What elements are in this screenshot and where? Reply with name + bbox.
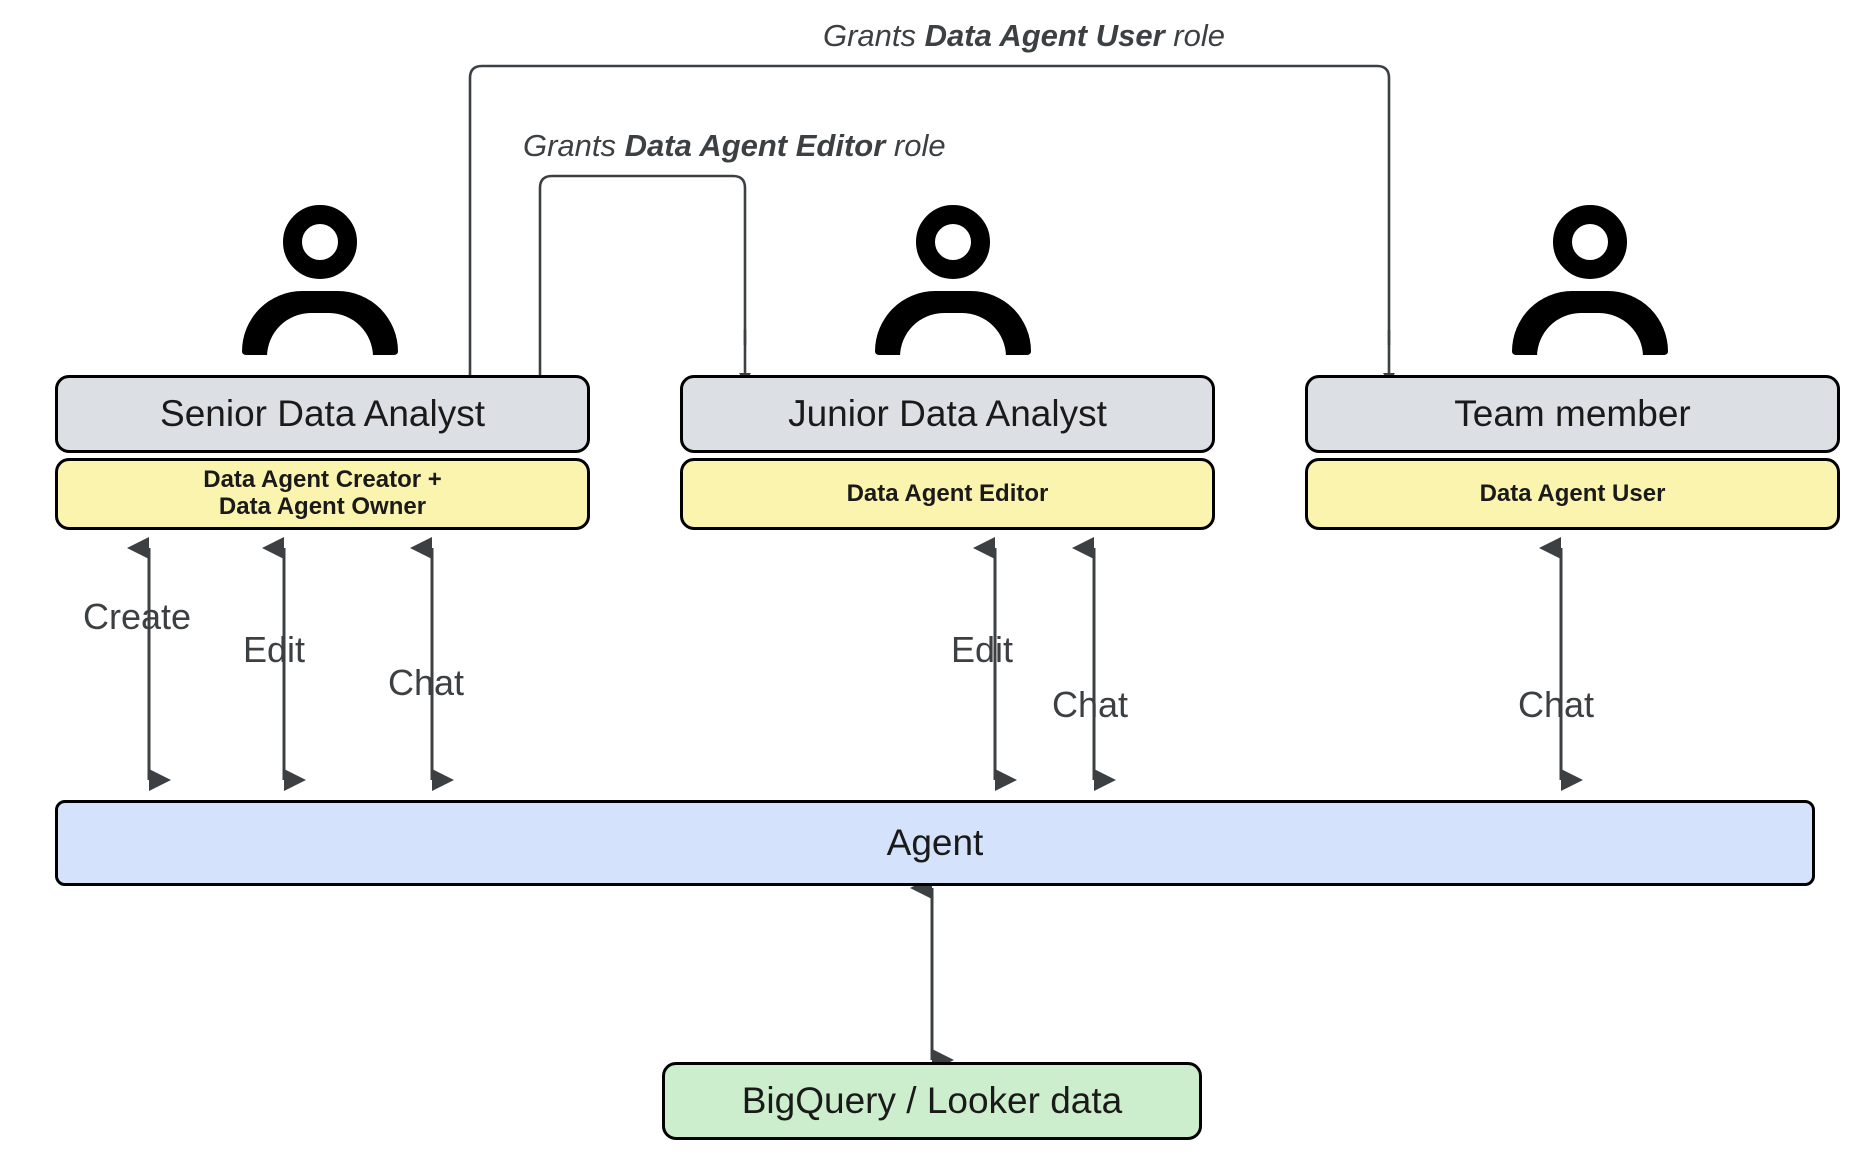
persona-title: Team member — [1454, 393, 1691, 435]
data-source-node[interactable]: BigQuery / Looker data — [662, 1062, 1202, 1140]
action-label-junior-edit: Edit — [951, 629, 1014, 670]
persona-permission-junior-data-analyst[interactable]: Data Agent Editor — [680, 458, 1215, 530]
persona-title: Junior Data Analyst — [788, 393, 1107, 435]
agent-node[interactable]: Agent — [55, 800, 1815, 886]
persona-permission-team-member[interactable]: Data Agent User — [1305, 458, 1840, 530]
grant-prefix: Grants — [523, 128, 625, 163]
permission-line: Data Agent Owner — [218, 493, 427, 520]
grant-prefix: Grants — [823, 18, 925, 53]
persona-header-team-member[interactable]: Team member — [1305, 375, 1840, 453]
person-head-icon — [916, 205, 990, 279]
person-icon-team-member — [1510, 205, 1670, 355]
permission-line: Data Agent Creator + — [203, 466, 442, 494]
action-label-junior-chat: Chat — [1052, 684, 1129, 725]
action-label-senior-create: Create — [83, 596, 192, 637]
person-head-icon — [283, 205, 357, 279]
agent-label: Agent — [886, 822, 984, 864]
person-body-icon — [242, 291, 398, 355]
persona-title: Senior Data Analyst — [160, 393, 485, 435]
action-label-team-chat: Chat — [1518, 684, 1595, 725]
persona-permission-senior-data-analyst[interactable]: Data Agent Creator + Data Agent Owner — [55, 458, 590, 530]
action-label-senior-chat: Chat — [388, 662, 465, 703]
persona-header-junior-data-analyst[interactable]: Junior Data Analyst — [680, 375, 1215, 453]
permission-line: Data Agent Editor — [846, 479, 1049, 507]
grant-suffix: role — [1164, 18, 1225, 53]
person-body-icon — [875, 291, 1031, 355]
person-icon-senior-data-analyst — [240, 205, 400, 355]
person-body-icon — [1512, 291, 1668, 355]
action-label-senior-edit: Edit — [243, 629, 306, 670]
grant-label-data-agent-editor: Grants Data Agent Editor role — [523, 128, 946, 164]
grant-emphasis: Data Agent User — [924, 18, 1165, 53]
edge-grants-data-agent-editor — [538, 174, 751, 383]
data-source-label: BigQuery / Looker data — [741, 1080, 1123, 1122]
person-head-icon — [1553, 205, 1627, 279]
permission-line: Data Agent User — [1479, 479, 1666, 507]
grant-suffix: role — [885, 128, 946, 163]
grant-emphasis: Data Agent Editor — [624, 128, 886, 163]
persona-header-senior-data-analyst[interactable]: Senior Data Analyst — [55, 375, 590, 453]
grant-label-data-agent-user: Grants Data Agent User role — [823, 18, 1225, 54]
person-icon-junior-data-analyst — [873, 205, 1033, 355]
